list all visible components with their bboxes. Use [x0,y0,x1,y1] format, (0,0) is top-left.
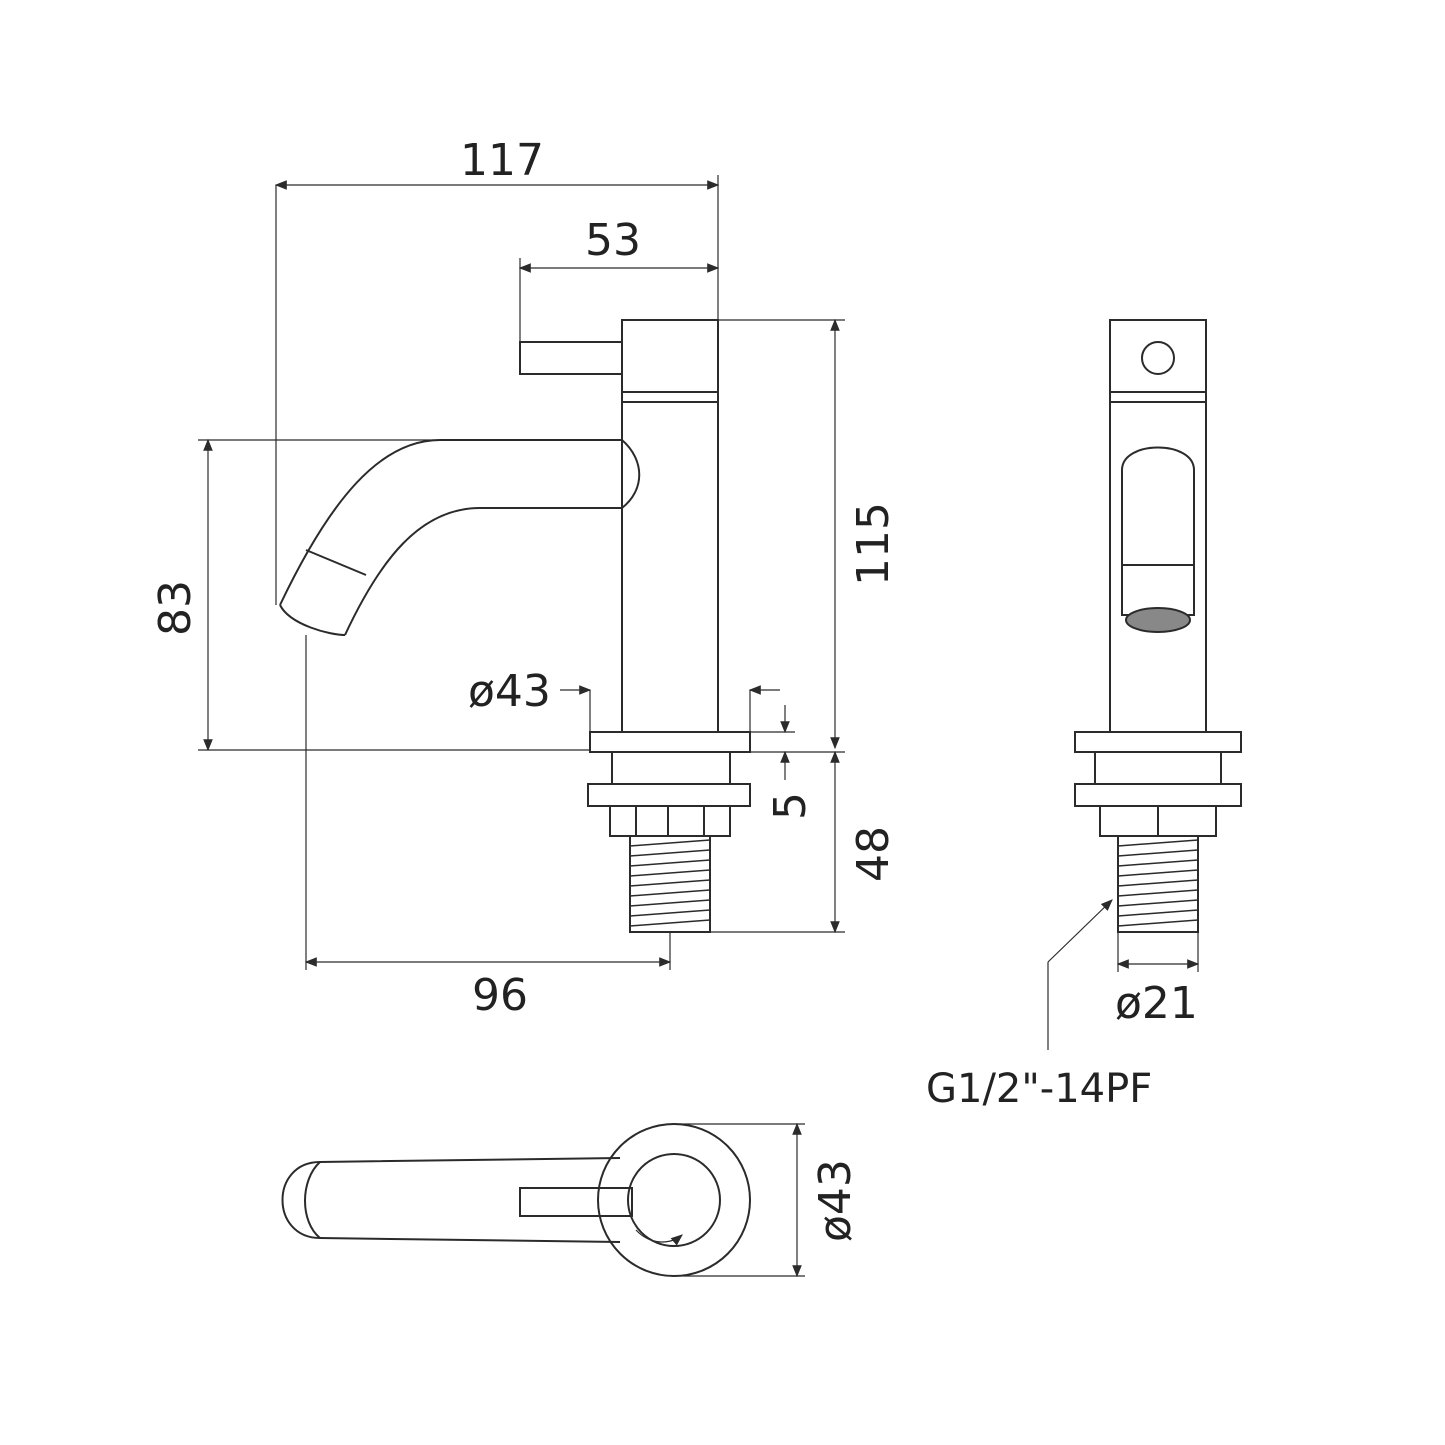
thread-spec-label: G1/2"-14PF [926,1066,1152,1112]
dim-base-diameter: ø43 [468,666,551,717]
front-view [1047,319,1242,1050]
side-view [279,319,751,933]
dim-spout-height: 83 [150,580,201,636]
dim-thread-diameter: ø21 [1115,978,1198,1029]
dimension-lines [198,175,845,970]
dim-top-diameter: ø43 [810,1159,861,1242]
thread-hatching [629,839,711,927]
aerator-icon [1125,607,1191,633]
dim-spout-reach: 96 [472,970,528,1021]
dim-thread-length: 48 [848,826,899,882]
top-view [281,1122,805,1278]
dim-total-height: 115 [848,502,899,586]
dim-base-offset: 5 [765,792,816,820]
dim-handle-width: 53 [585,215,641,266]
dim-total-width: 117 [460,135,544,186]
